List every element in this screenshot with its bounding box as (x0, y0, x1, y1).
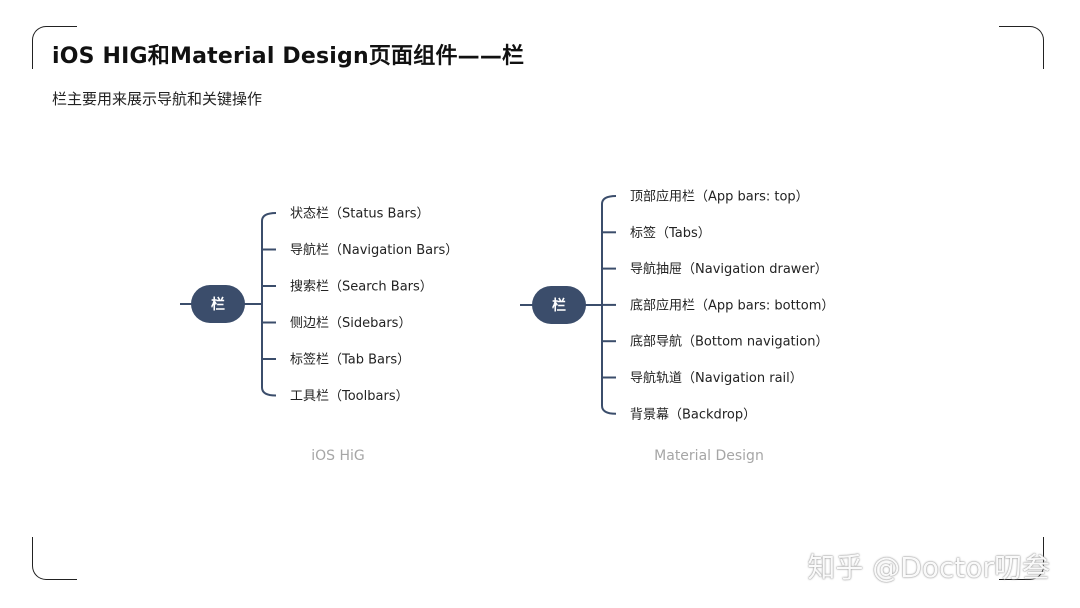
branch-label: 工具栏（Toolbars） (290, 389, 409, 404)
branch-label: 导航栏（Navigation Bars） (290, 242, 458, 258)
root-node-label: 栏 (552, 297, 566, 314)
root-node (532, 286, 586, 324)
branch-label: 导航轨道（Navigation rail） (630, 370, 803, 386)
branch-label: 导航抽屉（Navigation drawer） (630, 261, 828, 277)
branch-label: 状态栏（Status Bars） (290, 207, 430, 222)
root-node (191, 285, 245, 323)
branch-label: 底部应用栏（App bars: bottom） (630, 297, 834, 313)
bracket-spine (261, 212, 277, 397)
branch-label: 背景幕（Backdrop） (630, 407, 756, 422)
mind-map-1: 状态栏（Status Bars） 导航栏（Navigation Bars） 搜索栏（… (180, 207, 458, 464)
page-title: iOS HIG和Material Design页面组件——栏 (52, 44, 525, 69)
branch-label: 标签栏（Tab Bars） (290, 352, 410, 368)
root-node-label: 栏 (211, 296, 225, 313)
page-subtitle: 栏主要用来展示导航和关键操作 (52, 90, 263, 108)
branch-label: 标签（Tabs） (630, 225, 711, 241)
frame-corner-bottom-left (32, 537, 77, 580)
branch-label: 顶部应用栏（App bars: top） (630, 189, 809, 205)
watermark: 知乎 @Doctor叨叁 (807, 551, 1050, 584)
frame-corner-top-left (32, 26, 77, 69)
branch-label: 搜索栏（Search Bars） (290, 280, 433, 295)
mind-map-2: 顶部应用栏（App bars: top） 标签（Tabs） 导航抽屉（Navigat… (520, 189, 834, 464)
frame-corner-bottom-right (999, 537, 1044, 580)
branch-label: 侧边栏（Sidebars） (290, 316, 411, 331)
branch-label: 底部导航（Bottom navigation） (630, 334, 828, 350)
diagram-caption: Material Design (654, 448, 764, 464)
diagram-caption: iOS HiG (311, 448, 365, 464)
frame-corner-top-right (999, 26, 1044, 69)
